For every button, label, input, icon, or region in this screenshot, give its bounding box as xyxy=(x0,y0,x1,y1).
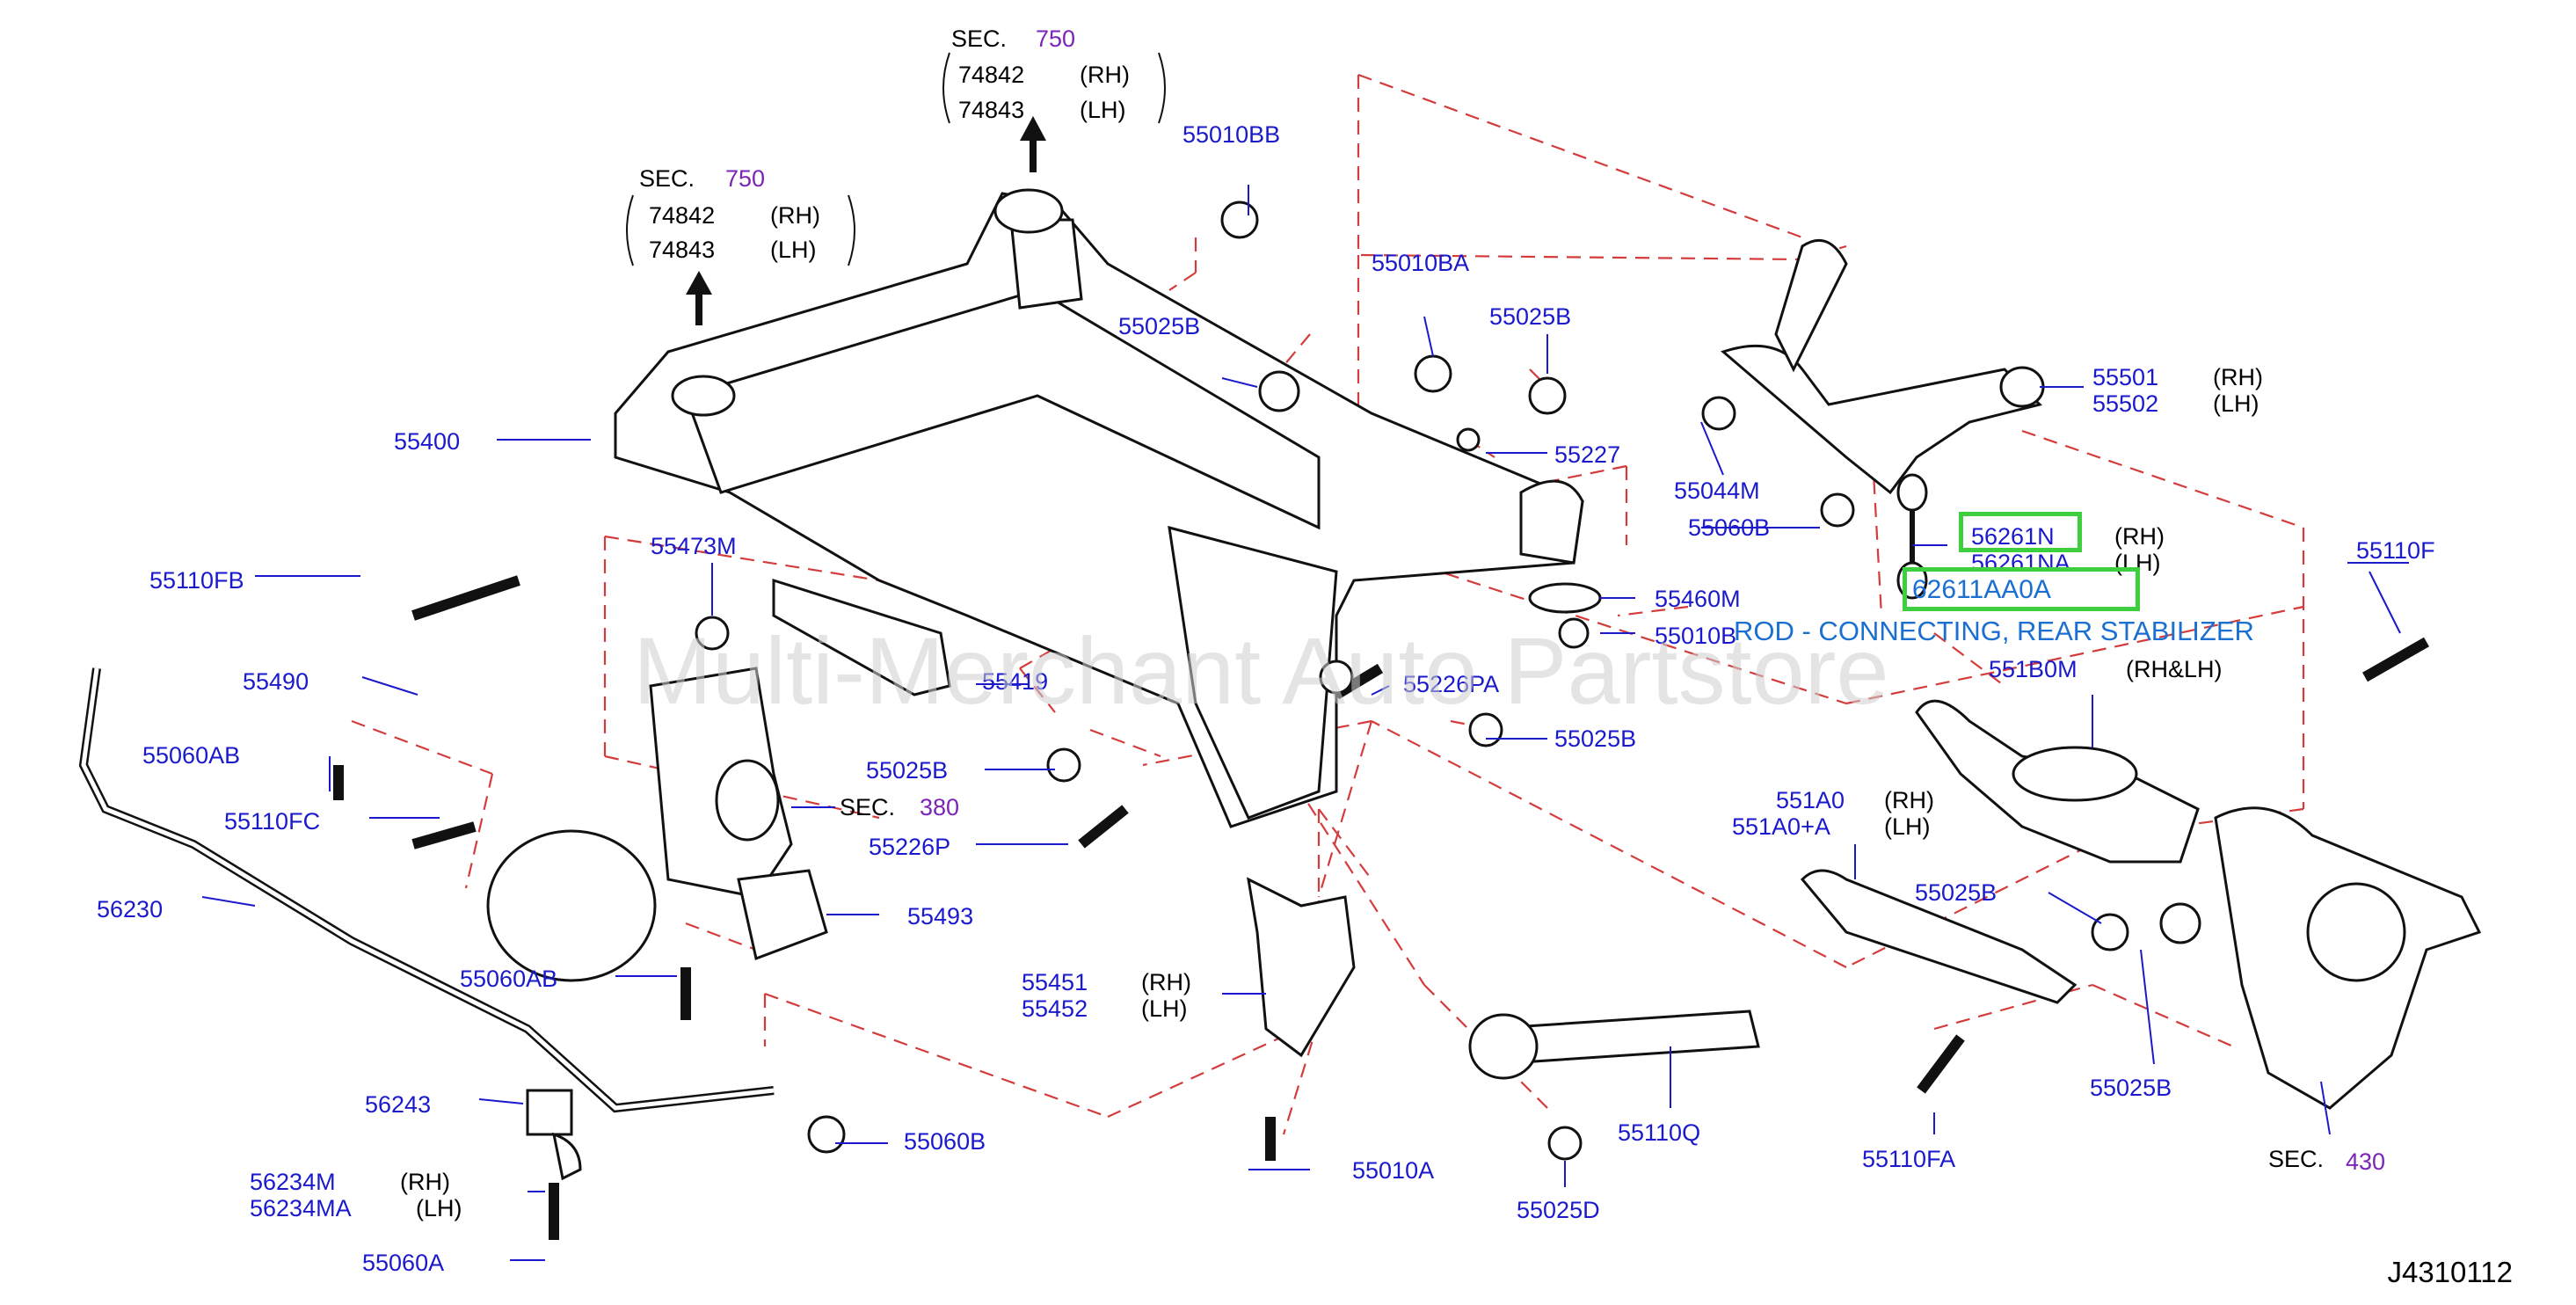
part-55490[interactable]: 55490 xyxy=(243,668,309,695)
highlight-box-62611AA0A[interactable]: 62611AA0A xyxy=(1903,567,2140,611)
part-55110FB[interactable]: 55110FB xyxy=(149,567,244,594)
part-55473M[interactable]: 55473M xyxy=(651,533,737,559)
part-55226P[interactable]: 55226P xyxy=(869,834,951,860)
part-56261N[interactable]: 56261N xyxy=(1971,523,2055,550)
sec-380-num[interactable]: 380 xyxy=(920,794,960,820)
lh-55452: (LH) xyxy=(1141,995,1188,1022)
rh-551A0: (RH) xyxy=(1884,787,1934,813)
part-55010BB[interactable]: 55010BB xyxy=(1182,121,1281,148)
part-55025B-4[interactable]: 55025B xyxy=(866,757,949,784)
lh-55502: (LH) xyxy=(2213,390,2259,417)
parts-outlines xyxy=(78,188,2482,1113)
part-74842-top: 74842 xyxy=(958,62,1025,88)
fasteners xyxy=(333,200,2429,1240)
part-55060AB-2[interactable]: 55060AB xyxy=(460,966,558,992)
part-55451[interactable]: 55451 xyxy=(1022,969,1088,995)
part-55502[interactable]: 55502 xyxy=(2092,390,2159,417)
part-55110FC[interactable]: 55110FC xyxy=(224,808,321,835)
watermark: Multi-Merchant Auto Partstore xyxy=(633,617,1889,724)
rh-55451: (RH) xyxy=(1141,969,1191,995)
rh-74842-left: (RH) xyxy=(770,202,820,229)
part-55010A[interactable]: 55010A xyxy=(1352,1157,1435,1184)
part-551A0A[interactable]: 551A0+A xyxy=(1732,813,1830,840)
part-55110Q[interactable]: 55110Q xyxy=(1618,1119,1701,1146)
sec-750-label-top: SEC. xyxy=(951,26,1008,52)
part-55110F[interactable]: 55110F xyxy=(2356,537,2435,564)
sec-430-num[interactable]: 430 xyxy=(2346,1148,2386,1175)
up-arrows xyxy=(686,116,1046,325)
highlight-box-56261N[interactable] xyxy=(1959,512,2082,552)
part-56234MA[interactable]: 56234MA xyxy=(250,1195,352,1221)
part-55025B-5[interactable]: 55025B xyxy=(1915,879,1997,906)
part-55025D[interactable]: 55025D xyxy=(1517,1197,1600,1223)
lh-551A0A: (LH) xyxy=(1884,813,1931,840)
part-55110FA[interactable]: 55110FA xyxy=(1862,1146,1956,1172)
part-56243[interactable]: 56243 xyxy=(365,1091,432,1118)
part-55460M[interactable]: 55460M xyxy=(1655,586,1741,612)
part-74843-left: 74843 xyxy=(649,237,716,263)
part-55010BA[interactable]: 55010BA xyxy=(1372,250,1470,276)
sec-750-num-top[interactable]: 750 xyxy=(1036,26,1076,52)
part-55226PA[interactable]: 55226PA xyxy=(1403,671,1500,697)
part-55452[interactable]: 55452 xyxy=(1022,995,1088,1022)
part-55060AB-1[interactable]: 55060AB xyxy=(142,742,241,769)
part-55025B-6[interactable]: 55025B xyxy=(2090,1075,2172,1101)
part-55060B[interactable]: 55060B xyxy=(1688,514,1771,541)
sec-430-label: SEC. xyxy=(2268,1146,2325,1172)
sec-750-label-left: SEC. xyxy=(639,165,695,192)
part-55419[interactable]: 55419 xyxy=(982,668,1049,695)
lh-74843-top: (LH) xyxy=(1080,97,1126,123)
sec-380-label: SEC. xyxy=(840,794,896,820)
part-551A0[interactable]: 551A0 xyxy=(1776,787,1845,813)
part-56230[interactable]: 56230 xyxy=(97,896,164,922)
rh-55501: (RH) xyxy=(2213,364,2263,390)
sec-brackets xyxy=(626,52,1166,266)
part-74843-top: 74843 xyxy=(958,97,1025,123)
part-55010B[interactable]: 55010B xyxy=(1655,623,1737,649)
part-55025B-2[interactable]: 55025B xyxy=(1489,303,1572,330)
rh-56261N: (RH) xyxy=(2114,523,2165,550)
assembly-dashed-lines xyxy=(351,73,2305,1135)
part-55501[interactable]: 55501 xyxy=(2092,364,2159,390)
part-551B0M[interactable]: 551B0M xyxy=(1989,656,2078,682)
part-56234M[interactable]: 56234M xyxy=(250,1169,336,1195)
part-55400[interactable]: 55400 xyxy=(394,428,461,455)
part-55493[interactable]: 55493 xyxy=(907,903,974,930)
lh-56234MA: (LH) xyxy=(416,1195,462,1221)
part-55060B-2[interactable]: 55060B xyxy=(904,1128,986,1155)
diagram-reference-code: J4310112 xyxy=(2387,1256,2513,1288)
part-55044M[interactable]: 55044M xyxy=(1674,478,1760,504)
rhlh-551B0M: (RH&LH) xyxy=(2126,656,2223,682)
rh-74842-top: (RH) xyxy=(1080,62,1130,88)
part-74842-left: 74842 xyxy=(649,202,716,229)
part-55060A[interactable]: 55060A xyxy=(362,1250,445,1276)
sec-750-num-left[interactable]: 750 xyxy=(725,165,766,192)
leader-lines xyxy=(201,185,2409,1261)
part-55025B-1[interactable]: 55025B xyxy=(1118,313,1201,339)
part-55227[interactable]: 55227 xyxy=(1554,441,1621,468)
lh-74843-left: (LH) xyxy=(770,237,817,263)
part-55025B-3[interactable]: 55025B xyxy=(1554,725,1637,752)
highlight-part-number: 62611AA0A xyxy=(1912,575,2051,604)
rh-56234M: (RH) xyxy=(400,1169,450,1195)
highlight-description: ROD - CONNECTING, REAR STABILIZER xyxy=(1734,616,2254,646)
